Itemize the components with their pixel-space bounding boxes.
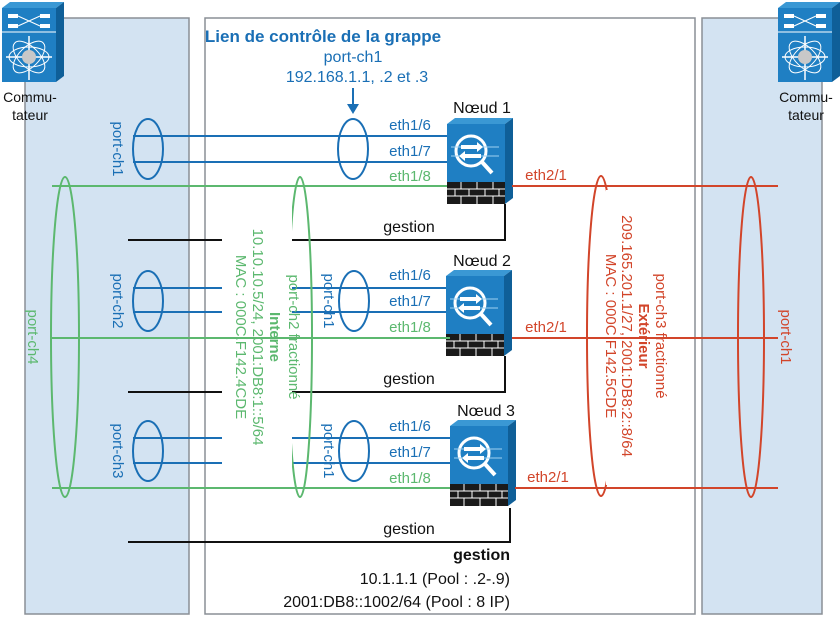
control-link-title: Lien de contrôle de la grappe xyxy=(205,27,441,46)
mgmt-title: gestion xyxy=(453,547,510,564)
left-pc2-ellipse xyxy=(132,270,164,332)
node2-port-eth1-8: eth1/8 xyxy=(389,319,431,336)
node3-local-pc-label: port-ch1 xyxy=(320,423,337,478)
node1-port-eth1-8: eth1/8 xyxy=(389,168,431,185)
left-pc4-ellipse xyxy=(50,176,80,498)
right-pc1-label: port-ch1 xyxy=(777,309,794,364)
node2-mgmt-label: gestion xyxy=(383,371,435,388)
outside-interface-addresses: 209.165.201.1/27, 2001:DB8:2::8/64 xyxy=(618,215,635,457)
node3-port-eth1-6: eth1/6 xyxy=(389,418,431,435)
left-switch-pane xyxy=(24,17,190,615)
node3-local-pc-ellipse xyxy=(338,420,370,482)
right-switch-pane xyxy=(701,17,823,615)
outside-channel-label: port-ch3 fractionné xyxy=(652,273,669,398)
node3-port-eth1-7: eth1/7 xyxy=(389,444,431,461)
right-switch-icon xyxy=(777,1,840,83)
outside-interface-name: Extérieur xyxy=(635,303,652,368)
control-link-portchannel: port-ch1 xyxy=(324,49,383,66)
outside-interface-mac: MAC : 000C.F142.5CDE xyxy=(602,254,619,418)
left-pc4-label: port-ch4 xyxy=(24,309,41,364)
node1-port-eth1-7: eth1/7 xyxy=(389,143,431,160)
node1-control-ellipse xyxy=(337,118,369,180)
control-link-addresses: 192.168.1.1, .2 et .3 xyxy=(286,69,428,86)
node3-name: Nœud 3 xyxy=(457,403,515,420)
node2-port-eth1-7: eth1/7 xyxy=(389,293,431,310)
left-pc1-ellipse xyxy=(132,118,164,180)
node2-port-eth1-6: eth1/6 xyxy=(389,267,431,284)
node3-port-eth1-8: eth1/8 xyxy=(389,470,431,487)
left-pc1-label: port-ch1 xyxy=(109,121,126,176)
mgmt-ipv4: 10.1.1.1 (Pool : .2-.9) xyxy=(360,571,510,588)
left-switch-label-2: tateur xyxy=(12,107,48,123)
left-pc3-ellipse xyxy=(132,420,164,482)
node2-port-eth2-1: eth2/1 xyxy=(525,319,567,336)
node3-mgmt-label: gestion xyxy=(383,521,435,538)
left-pc3-label: port-ch3 xyxy=(109,423,126,478)
right-switch-label-2: tateur xyxy=(788,107,824,123)
node1-port-eth2-1: eth2/1 xyxy=(525,167,567,184)
node3-firewall-icon xyxy=(448,418,518,508)
inside-label-backdrop xyxy=(222,200,292,470)
node1-mgmt-label: gestion xyxy=(383,219,435,236)
node2-name: Nœud 2 xyxy=(453,253,511,270)
node2-local-pc-ellipse xyxy=(338,270,370,332)
node2-firewall-icon xyxy=(444,268,514,358)
left-switch-label-1: Commu- xyxy=(3,89,57,105)
node2-local-pc-label: port-ch1 xyxy=(320,273,337,328)
node1-name: Nœud 1 xyxy=(453,100,511,117)
node1-port-eth1-6: eth1/6 xyxy=(389,117,431,134)
left-switch-icon xyxy=(1,1,65,83)
mgmt-ipv6: 2001:DB8::1002/64 (Pool : 8 IP) xyxy=(283,594,510,611)
right-switch-label-1: Commu- xyxy=(779,89,833,105)
left-pc2-label: port-ch2 xyxy=(109,273,126,328)
node3-mgmt-link xyxy=(128,508,511,543)
node1-firewall-icon xyxy=(445,116,515,206)
arrow-down-icon xyxy=(347,104,359,114)
node3-port-eth2-1: eth2/1 xyxy=(527,469,569,486)
